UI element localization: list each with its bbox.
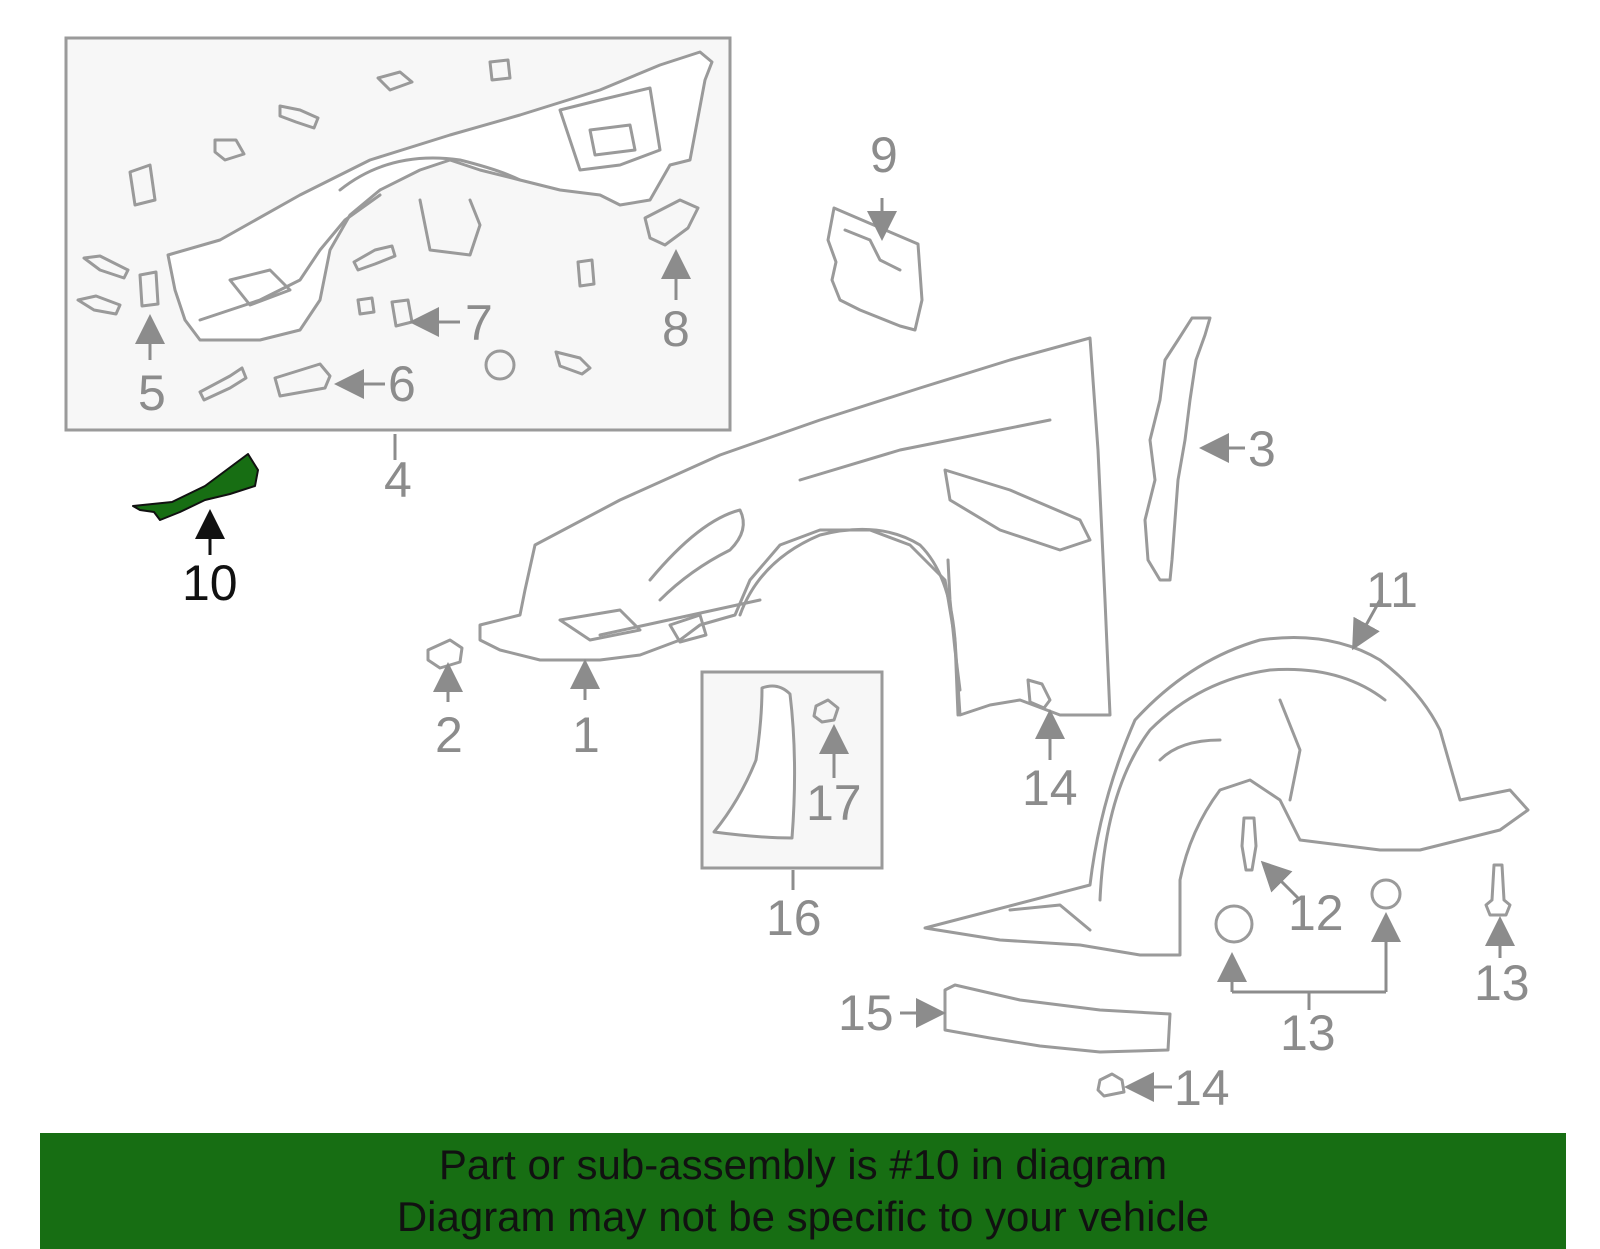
callout-14-lower: 14 bbox=[1174, 1060, 1230, 1116]
part-9-bracket bbox=[826, 206, 924, 332]
subassembly-box-16 bbox=[700, 670, 884, 870]
part-16-splash-shield bbox=[712, 684, 797, 840]
callout-7: 7 bbox=[465, 295, 493, 351]
callout-16: 16 bbox=[766, 890, 822, 946]
callout-3: 3 bbox=[1248, 421, 1276, 477]
banner-line-1: Part or sub-assembly is #10 in diagram bbox=[438, 1141, 1168, 1188]
part-17-clip bbox=[812, 698, 840, 724]
part-15-deflector bbox=[943, 983, 1172, 1054]
callout-12: 12 bbox=[1288, 885, 1344, 941]
callout-13-bottom: 13 bbox=[1280, 1005, 1336, 1061]
part-14-clip-lower bbox=[1096, 1072, 1126, 1098]
part-3-seal bbox=[1143, 316, 1212, 582]
callout-6: 6 bbox=[388, 356, 416, 412]
callout-8: 8 bbox=[662, 301, 690, 357]
callout-11: 11 bbox=[1366, 562, 1418, 618]
part-11-wheelhouse-liner bbox=[923, 636, 1530, 957]
callout-5: 5 bbox=[138, 365, 166, 421]
part-2-bracket bbox=[426, 638, 464, 670]
info-banner: Part or sub-assembly is #10 in diagram D… bbox=[40, 1133, 1566, 1249]
fender-apron-assembly bbox=[166, 50, 714, 342]
callout-4: 4 bbox=[384, 452, 412, 508]
callout-14-upper: 14 bbox=[1022, 760, 1078, 816]
part-13-bolt bbox=[1484, 863, 1512, 917]
part-14-clip-upper bbox=[1026, 678, 1052, 710]
part-10-highlighted bbox=[132, 453, 259, 521]
callout-9: 9 bbox=[870, 127, 898, 183]
callout-2: 2 bbox=[435, 707, 463, 763]
part-12-pin bbox=[1240, 816, 1258, 872]
banner-line-2: Diagram may not be specific to your vehi… bbox=[396, 1193, 1210, 1240]
part-13-push-pin bbox=[1214, 904, 1254, 944]
part-13-nut bbox=[1370, 878, 1402, 910]
callout-1: 1 bbox=[572, 707, 600, 763]
callout-labels: 5 6 7 8 4 9 3 10 2 1 17 16 14 11 12 13 1… bbox=[138, 127, 1530, 1116]
part-1-fender bbox=[478, 336, 1112, 717]
leader-lines bbox=[135, 198, 1515, 1102]
subassembly-box-4 bbox=[64, 36, 732, 432]
callout-10: 10 bbox=[182, 555, 238, 611]
callout-13-right: 13 bbox=[1474, 955, 1530, 1011]
callout-17: 17 bbox=[806, 775, 862, 831]
callout-15: 15 bbox=[838, 985, 894, 1041]
